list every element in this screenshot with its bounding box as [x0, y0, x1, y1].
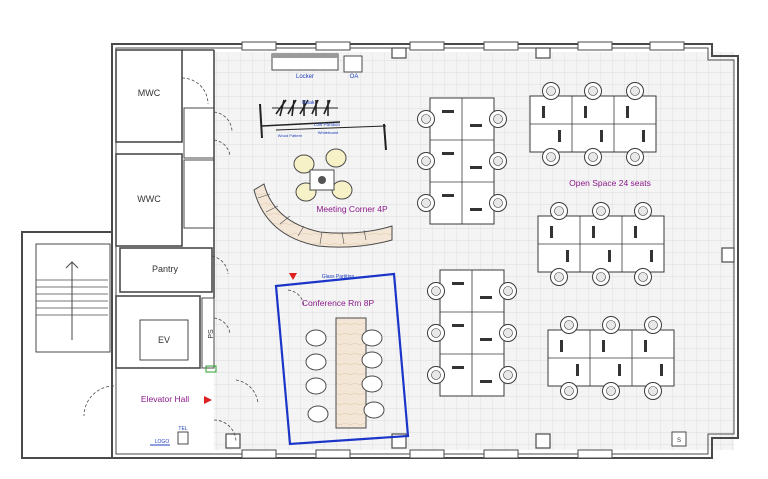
label-oa: OA	[350, 74, 359, 80]
chair-seat	[421, 198, 431, 208]
room-label-meeting-corner: Meeting Corner 4P	[316, 204, 388, 214]
tel-box	[177, 431, 189, 445]
locker-bar	[272, 54, 338, 58]
chair-seat	[493, 156, 503, 166]
label-wood-pattern: Wood Pattern	[278, 133, 302, 138]
chair-seat	[564, 320, 574, 330]
room-label-pantry: Pantry	[152, 264, 179, 274]
label-s: S	[677, 438, 681, 444]
oa-unit	[343, 55, 363, 73]
chair-seat	[503, 328, 513, 338]
columns	[225, 47, 735, 449]
chair-seat	[503, 286, 513, 296]
conference-room	[274, 272, 410, 446]
label-whiteboard: Whiteboard	[318, 130, 338, 135]
chair-seat	[630, 86, 640, 96]
outer-walls	[111, 43, 739, 459]
chair-seat	[546, 86, 556, 96]
chair-seat	[564, 386, 574, 396]
chair-seat	[493, 114, 503, 124]
label-locker: Locker	[296, 74, 314, 80]
room-label-ps: PS	[208, 329, 215, 339]
chair-seat	[606, 386, 616, 396]
room-label-wwc: WWC	[137, 194, 161, 204]
conference-arrow-icon	[289, 273, 297, 280]
chair-seat	[421, 114, 431, 124]
room-label-open-space: Open Space 24 seats	[569, 178, 651, 188]
label-tel: TEL	[178, 426, 187, 432]
chair-seat	[493, 198, 503, 208]
chair-seat	[638, 206, 648, 216]
label-logo: LOGO	[155, 439, 170, 445]
meeting-corner	[253, 148, 393, 248]
chair-seat	[648, 320, 658, 330]
room-label-ev: EV	[158, 335, 170, 345]
room-label-mwc: MWC	[138, 88, 161, 98]
chair-seat	[588, 152, 598, 162]
label-glass-partition: Glass Partition	[322, 274, 355, 280]
door-swings	[83, 77, 305, 443]
chair-seat	[431, 286, 441, 296]
chair-seat	[431, 328, 441, 338]
stair-core	[21, 231, 113, 459]
room-label-elevator-hall: Elevator Hall	[141, 394, 189, 404]
chair-seat	[554, 206, 564, 216]
entry-arrow-icon	[204, 396, 212, 404]
chair-seat	[638, 272, 648, 282]
label-cloak: Cloak	[302, 100, 315, 106]
windows	[241, 41, 685, 459]
chair-seat	[554, 272, 564, 282]
green-marker	[205, 365, 217, 373]
room-label-conference: Conference Rm 8P	[302, 298, 375, 308]
workstations	[417, 82, 675, 400]
chair-seat	[596, 272, 606, 282]
chair-seat	[503, 370, 513, 380]
chair-seat	[630, 152, 640, 162]
service-rooms	[115, 49, 215, 369]
chair-seat	[596, 206, 606, 216]
cloak-area	[259, 99, 387, 151]
chair-seat	[588, 86, 598, 96]
chair-seat	[648, 386, 658, 396]
s-box	[671, 431, 687, 447]
chair-seat	[546, 152, 556, 162]
label-low-partition: Low Partition	[314, 122, 341, 127]
chair-seat	[431, 370, 441, 380]
chair-seat	[421, 156, 431, 166]
chair-seat	[606, 320, 616, 330]
